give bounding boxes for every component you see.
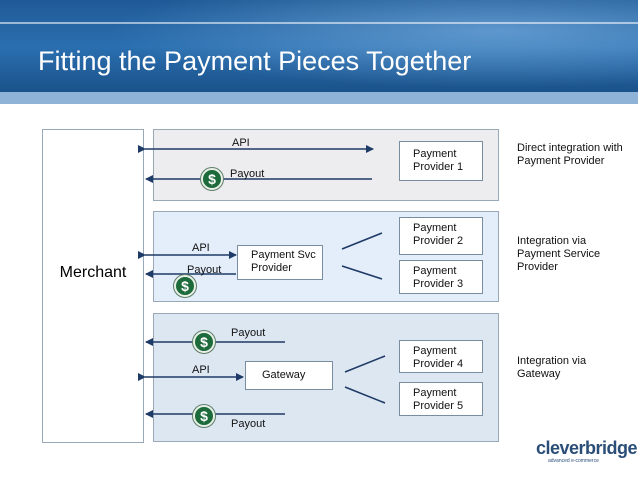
header-shine — [0, 0, 638, 104]
merchant-label: Merchant — [59, 264, 127, 281]
payment-provider-3: Payment Provider 3 — [399, 260, 483, 294]
title-bar: Fitting the Payment Pieces Together — [0, 0, 638, 104]
psp-integration-description: Integration via Payment Service Provider — [517, 235, 601, 273]
api-label-1: API — [232, 137, 250, 149]
gateway-box: Gateway — [245, 361, 333, 390]
payment-provider-5: Payment Provider 5 — [399, 382, 483, 416]
logo-tagline: advanced e-commerce — [548, 458, 599, 464]
header-rule — [0, 22, 638, 24]
api-label-3: API — [192, 364, 210, 376]
gateway-to-provider5 — [344, 386, 386, 404]
payment-provider-1: Payment Provider 1 — [399, 141, 483, 181]
slide-title: Fitting the Payment Pieces Together — [38, 46, 472, 76]
cleverbridge-logo: cleverbridge advanced e-commerce — [536, 438, 638, 468]
direct-integration-description: Direct integration with Payment Provider — [517, 142, 623, 167]
merchant-box: Merchant — [42, 129, 144, 443]
payout-label-3-top: Payout — [231, 327, 266, 339]
payout-label-1: Payout — [230, 168, 265, 180]
payout-label-2: Payout — [187, 264, 222, 276]
psp-to-provider3 — [341, 265, 383, 280]
payment-provider-4: Payment Provider 4 — [399, 340, 483, 373]
dollar-coin-icon: $ — [193, 405, 215, 427]
psp-to-provider2 — [341, 232, 383, 250]
dollar-coin-icon: $ — [174, 275, 196, 297]
payment-svc-provider: Payment Svc Provider — [237, 245, 323, 280]
api-label-2: API — [192, 242, 210, 254]
header-band — [0, 92, 638, 104]
payment-provider-2: Payment Provider 2 — [399, 217, 483, 255]
dollar-coin-icon: $ — [193, 331, 215, 353]
dollar-coin-icon: $ — [201, 168, 223, 190]
payout-label-3-bottom: Payout — [231, 418, 266, 430]
gateway-to-provider4 — [344, 355, 386, 373]
gateway-integration-description: Integration via Gateway — [517, 355, 587, 380]
logo-wordmark: cleverbridge — [536, 438, 638, 458]
